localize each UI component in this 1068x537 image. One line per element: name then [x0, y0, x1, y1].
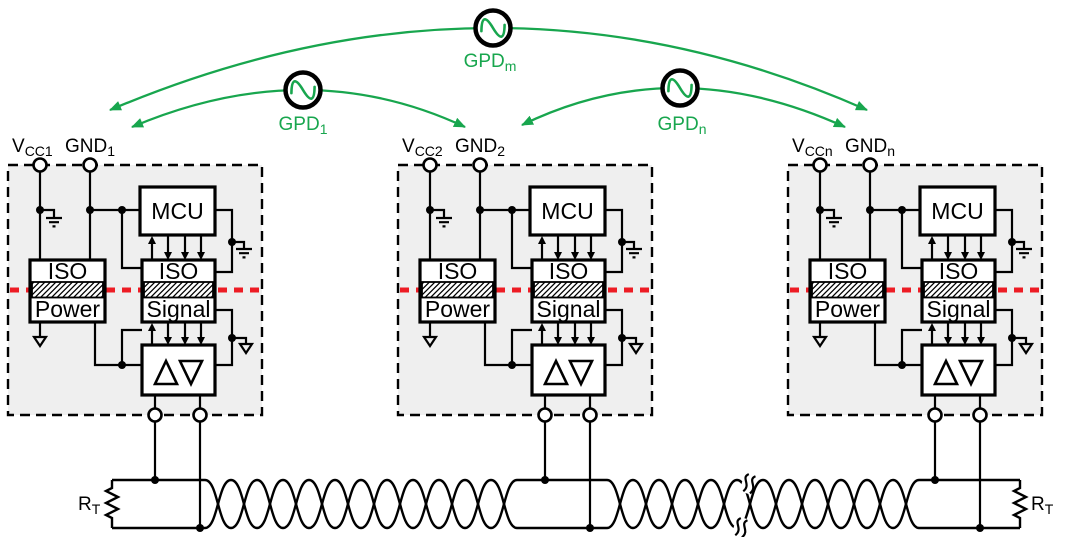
rt-right-label: RT	[1031, 494, 1054, 517]
gpd-labels: GPDm GPD1 GPDn	[279, 51, 707, 137]
bus-break-icon	[731, 471, 757, 537]
gpd-1-label: GPD1	[279, 114, 328, 137]
gpd-n-label: GPDn	[658, 114, 707, 137]
bus: RT RT	[78, 471, 1054, 537]
node-1-gnd-label: GND1	[65, 136, 115, 159]
node-2-circuit	[398, 159, 652, 533]
gpd-m-source-icon	[476, 11, 511, 46]
node-3-circuit	[788, 159, 1042, 533]
gpd-n-source-icon	[663, 71, 698, 106]
gpd-m-label: GPDm	[464, 51, 517, 74]
node-1-vcc-label: VCC1	[12, 136, 53, 159]
rt-left-label: RT	[78, 494, 101, 517]
twisted-pair-section-1	[204, 478, 518, 530]
termination-resistor-right	[1011, 480, 1029, 528]
node-3-vcc-label: VCCn	[792, 136, 833, 159]
node-3-gnd-label: GNDn	[845, 136, 895, 159]
supply-labels: VCC1 GND1 VCC2 GND2 VCCn GNDn	[12, 136, 895, 159]
node-2-vcc-label: VCC2	[402, 136, 443, 159]
node-1-circuit	[8, 159, 262, 533]
node-2-gnd-label: GND2	[455, 136, 505, 159]
twisted-pair-section-2	[606, 478, 920, 530]
termination-resistor-left	[103, 480, 121, 528]
gpd-1-source-icon	[286, 73, 321, 108]
